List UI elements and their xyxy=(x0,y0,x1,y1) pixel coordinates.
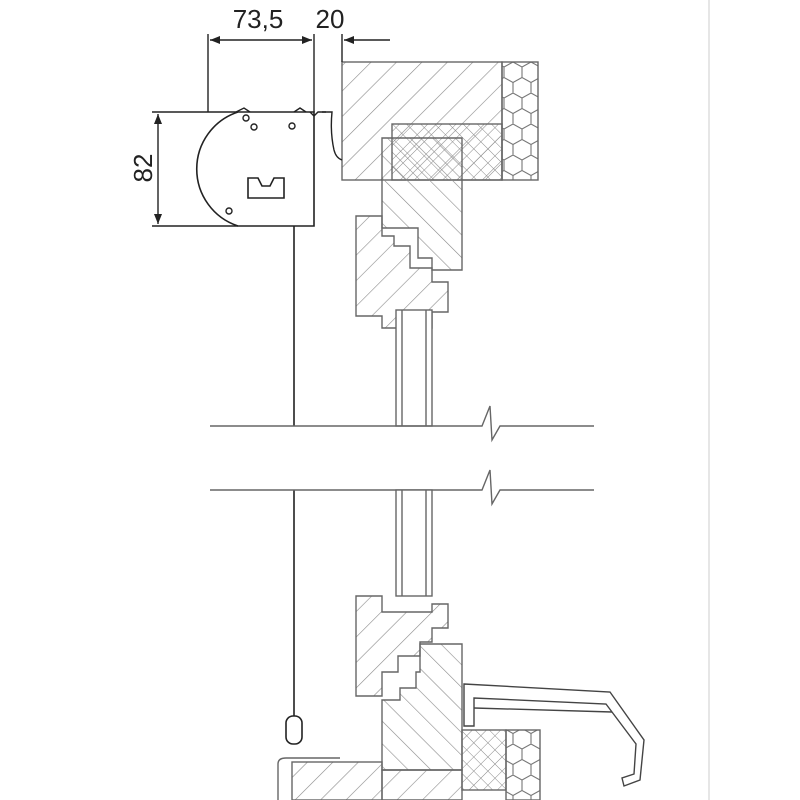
blind-cassette-box xyxy=(195,107,343,227)
bottom-wall-section xyxy=(277,729,541,800)
offset-dimension-label: 20 xyxy=(316,4,345,34)
window-sill xyxy=(463,683,645,787)
top-window-frame xyxy=(355,137,463,427)
break-lines xyxy=(210,405,594,507)
height-dimension-label: 82 xyxy=(128,154,158,183)
width-dimension-label: 73,5 xyxy=(233,4,284,34)
cord-weight xyxy=(285,715,303,745)
dimension-lines xyxy=(152,34,390,227)
bottom-window-frame xyxy=(355,489,463,771)
pull-cord xyxy=(285,226,303,745)
